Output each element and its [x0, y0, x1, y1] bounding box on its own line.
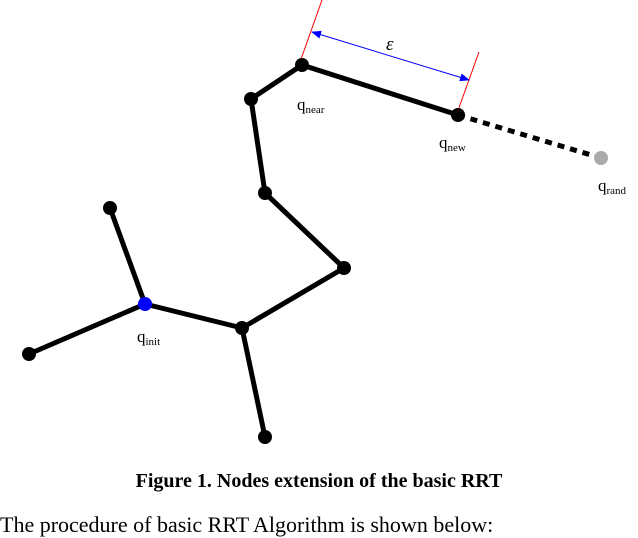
- node-n-upper: [244, 92, 258, 106]
- edge-q_init-n_mid: [142, 301, 245, 331]
- node-n-bottom: [258, 430, 272, 444]
- edge-q_init-n_left: [26, 301, 148, 357]
- node-n-left: [22, 347, 36, 361]
- figure-caption: Figure 1. Nodes extension of the basic R…: [135, 470, 503, 492]
- edge-n_upper-q_near: [248, 62, 305, 102]
- node-n-upper_left: [103, 201, 117, 215]
- edge-n_mid-n_bottom: [239, 325, 268, 440]
- node-q-rand: [594, 151, 608, 165]
- label-q-init: qinit: [137, 327, 160, 348]
- edge-n_center-n_upper: [248, 96, 268, 196]
- dashed-edge-to-qrand: [457, 112, 602, 161]
- edge-n_mid-n_right: [239, 265, 347, 331]
- node-n-right: [337, 261, 351, 275]
- node-n-center: [258, 186, 272, 200]
- label-q-new: qnew: [439, 133, 466, 154]
- extension-line-new: [455, 51, 480, 117]
- label-q-rand: qrand: [598, 176, 627, 197]
- edge-n_right-n_center: [262, 190, 347, 271]
- rrt-diagram: ε qinit qnear qnew qrand: [22, 0, 627, 444]
- node-q-near: [295, 58, 309, 72]
- body-text: The procedure of basic RRT Algorithm is …: [0, 512, 494, 537]
- node-q-new: [451, 108, 465, 122]
- tree-edges: [26, 62, 461, 440]
- extension-line-near: [299, 0, 323, 63]
- label-q-near: qnear: [297, 95, 325, 116]
- edge-q_init-n_upper_left: [107, 205, 148, 307]
- node-n-mid: [235, 321, 249, 335]
- edge-q_near-q_new: [299, 62, 461, 118]
- epsilon-label: ε: [386, 34, 394, 55]
- node-q-init: [138, 297, 152, 311]
- node-labels: qinit qnear qnew qrand: [137, 95, 627, 348]
- tree-nodes: [22, 58, 608, 444]
- epsilon-dimension-arrow: [311, 30, 470, 82]
